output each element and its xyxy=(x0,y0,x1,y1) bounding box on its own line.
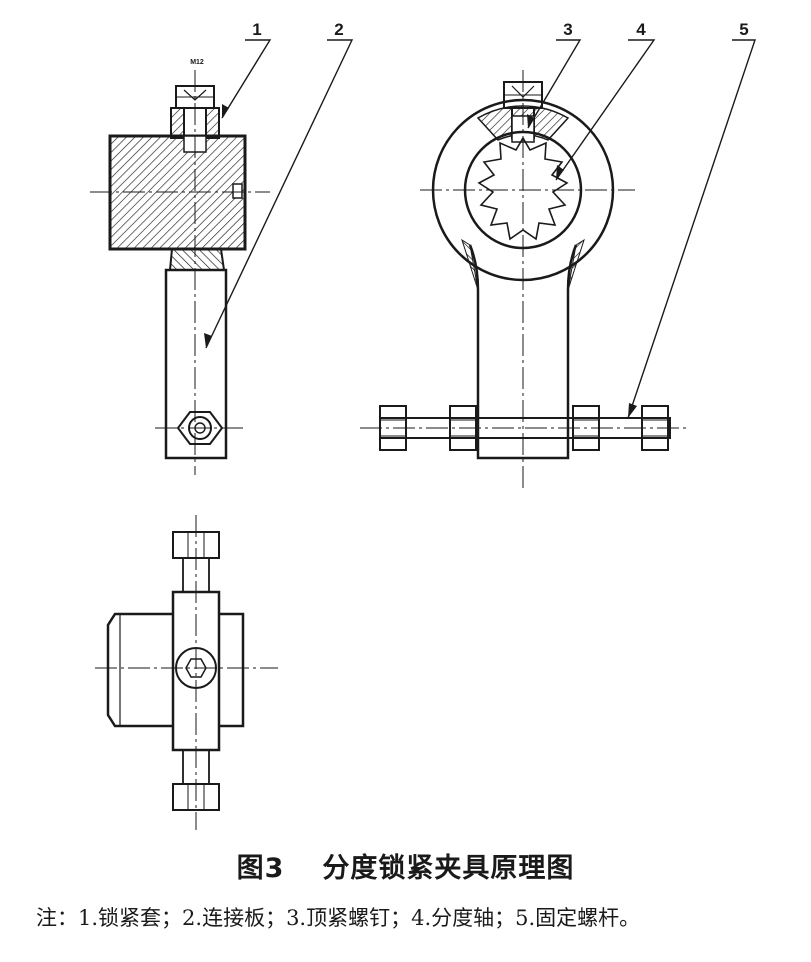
callout-4: 4 xyxy=(636,20,646,39)
figure-number: 图3 xyxy=(236,853,285,884)
leader-lines xyxy=(205,39,756,419)
side-connecting-plate xyxy=(468,244,578,460)
top-view-sleeve xyxy=(106,612,173,728)
front-view xyxy=(90,70,270,475)
figure-caption: 图3 分度锁紧夹具原理图 xyxy=(0,846,811,885)
callout-1: 1 xyxy=(252,20,261,39)
side-view xyxy=(360,70,690,490)
callout-3: 3 xyxy=(563,20,572,39)
connecting-plate xyxy=(164,268,228,460)
figure-title: 分度锁紧夹具原理图 xyxy=(322,853,575,884)
callout-5: 5 xyxy=(739,20,748,39)
thread-size-label: M12 xyxy=(190,59,204,66)
figure-note: 注：1.锁紧套；2.连接板；3.顶紧螺钉；4.分度轴；5.固定螺杆。 xyxy=(36,906,641,930)
top-view xyxy=(95,515,278,830)
fixture-drawing: 1 2 3 4 5 M12 xyxy=(90,20,756,830)
connecting-plate-wedge xyxy=(168,248,226,271)
callout-2: 2 xyxy=(334,20,343,39)
